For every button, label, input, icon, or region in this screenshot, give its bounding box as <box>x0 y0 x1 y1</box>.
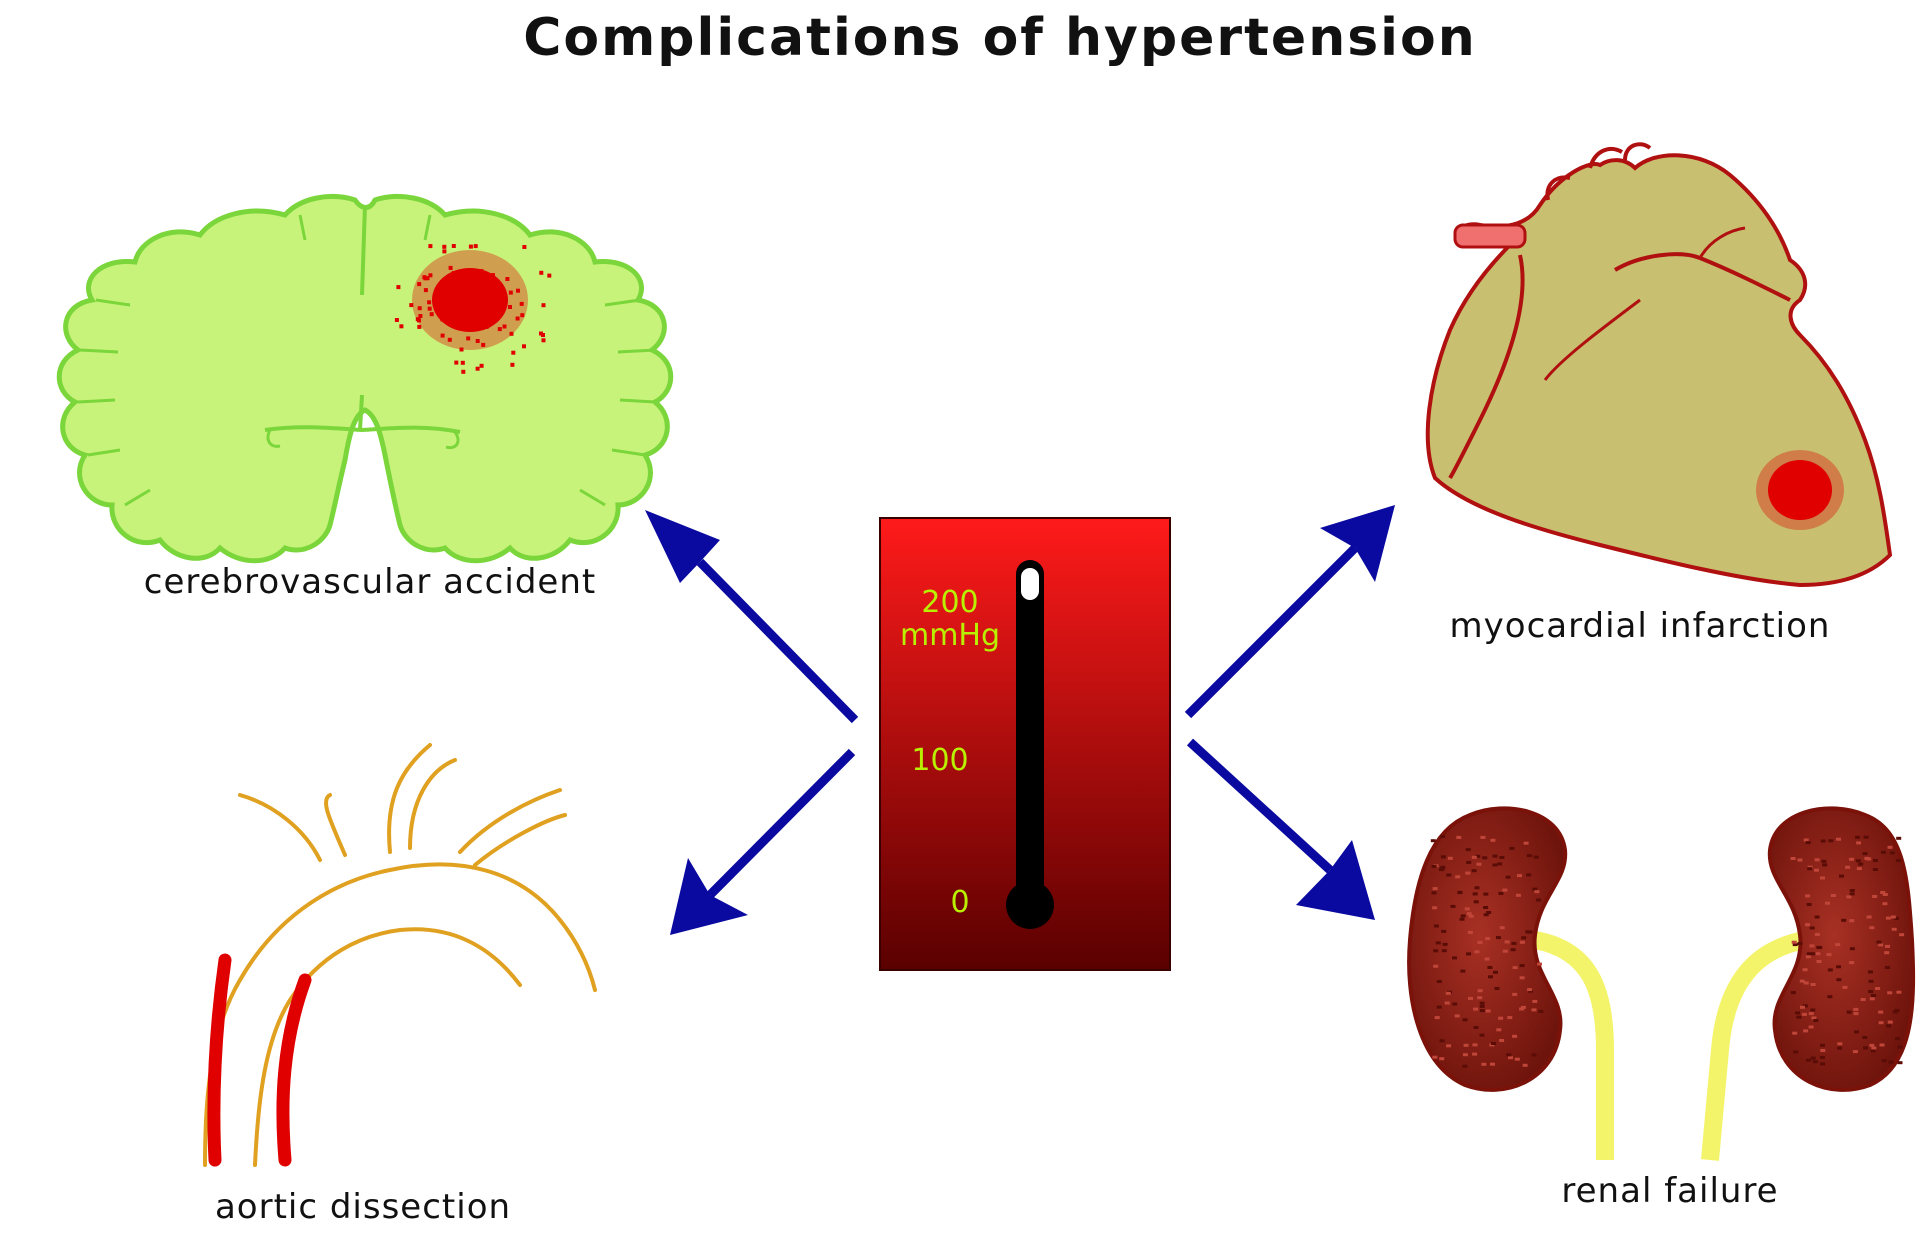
caption-cerebrovascular-accident: cerebrovascular accident <box>144 562 596 602</box>
scale-label-200: 200 <box>921 585 978 620</box>
diagram-title: Complications of hypertension <box>523 8 1477 68</box>
hemorrhage-lesion <box>412 250 528 350</box>
arrow-to-brain <box>696 558 859 724</box>
scale-label-0: 0 <box>950 885 969 920</box>
brain-icon <box>56 194 674 564</box>
aorta-icon <box>203 743 597 1167</box>
arrow-to-kidneys <box>1186 738 1334 874</box>
caption-myocardial-infarction: myocardial infarction <box>1450 606 1831 646</box>
infarct-lesion <box>1756 450 1844 530</box>
arrow-to-heart <box>1184 544 1359 719</box>
gauge-bulb <box>1006 881 1054 929</box>
hemorrhage-speckles <box>394 244 552 374</box>
heart-icon <box>1425 142 1893 588</box>
gauge-level <box>1021 568 1039 600</box>
arrow-to-aorta <box>706 748 856 899</box>
kidneys-icon <box>1407 806 1916 1161</box>
scale-label-100: 100 <box>911 743 968 778</box>
gauge-tube <box>1016 560 1044 905</box>
caption-renal-failure: renal failure <box>1561 1171 1778 1211</box>
kidney-texture <box>1430 835 1905 1068</box>
scale-unit: mmHg <box>900 618 1000 653</box>
arrow-icon <box>696 544 1359 899</box>
dissection-flap <box>207 953 312 1167</box>
caption-aortic-dissection: aortic dissection <box>215 1187 511 1227</box>
arrowheads <box>645 505 1395 935</box>
thermometer-icon: 200 mmHg 100 0 <box>879 517 1171 971</box>
